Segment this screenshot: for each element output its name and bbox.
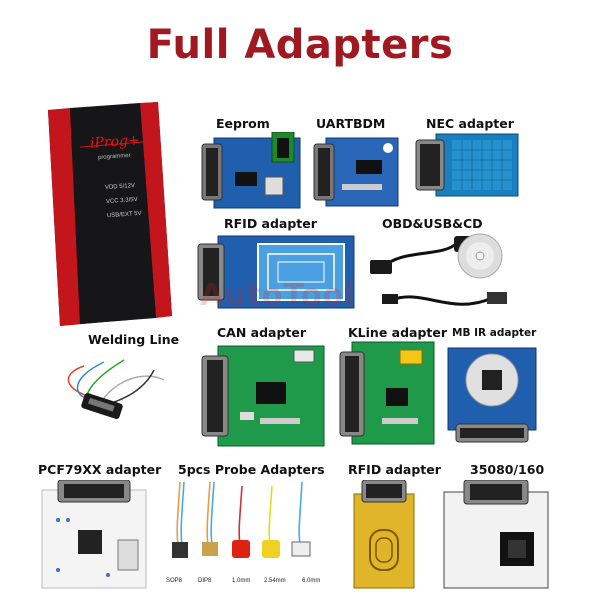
chip-35080-adapter-image xyxy=(440,479,552,592)
rfid-adapter-top-image xyxy=(196,232,358,312)
label-probe: 5pcs Probe Adapters xyxy=(178,462,325,477)
eeprom-adapter-image xyxy=(200,131,305,212)
label-obd: OBD&USB&CD xyxy=(382,216,483,231)
kline-adapter-image xyxy=(338,338,438,448)
label-can: CAN adapter xyxy=(217,325,307,340)
label-nec: NEC adapter xyxy=(426,116,514,131)
label-pcf: PCF79XX adapter xyxy=(38,462,162,477)
rfid-adapter-bottom-image xyxy=(348,479,420,592)
label-rfid-bottom: RFID adapter xyxy=(348,462,441,477)
pcf79xx-adapter-image xyxy=(38,479,150,592)
uartbdm-adapter-image xyxy=(312,132,402,212)
probe-caption-1mm: 1.0mm xyxy=(232,578,251,584)
iprog-device: iProg+ programmer VDD 5/12V VCC 3.3/5V U… xyxy=(40,102,175,327)
label-35080: 35080/160 xyxy=(470,462,545,477)
page-title: Full Adapters xyxy=(146,22,454,68)
probe-adapters-image xyxy=(158,481,342,582)
probe-caption-dip8: DIP8 xyxy=(198,578,212,584)
watermark: AutoTool xyxy=(200,278,356,313)
label-uartbdm: UARTBDM xyxy=(316,116,386,131)
label-mbir: MB IR adapter xyxy=(452,327,537,339)
welding-line-image xyxy=(54,350,174,430)
label-eeprom: Eeprom xyxy=(216,116,270,131)
probe-caption-sop8: SOP8 xyxy=(166,578,183,584)
probe-caption-6mm: 6.0mm xyxy=(302,578,321,584)
nec-adapter-image xyxy=(410,130,520,200)
obd-usb-cd-image xyxy=(362,228,522,324)
mb-ir-adapter-image xyxy=(444,344,540,448)
label-rfid-top: RFID adapter xyxy=(224,216,317,231)
label-welding: Welding Line xyxy=(88,332,180,347)
probe-caption-254mm: 2.54mm xyxy=(264,578,286,584)
label-kline: KLine adapter xyxy=(348,325,448,340)
can-adapter-image xyxy=(200,342,328,450)
